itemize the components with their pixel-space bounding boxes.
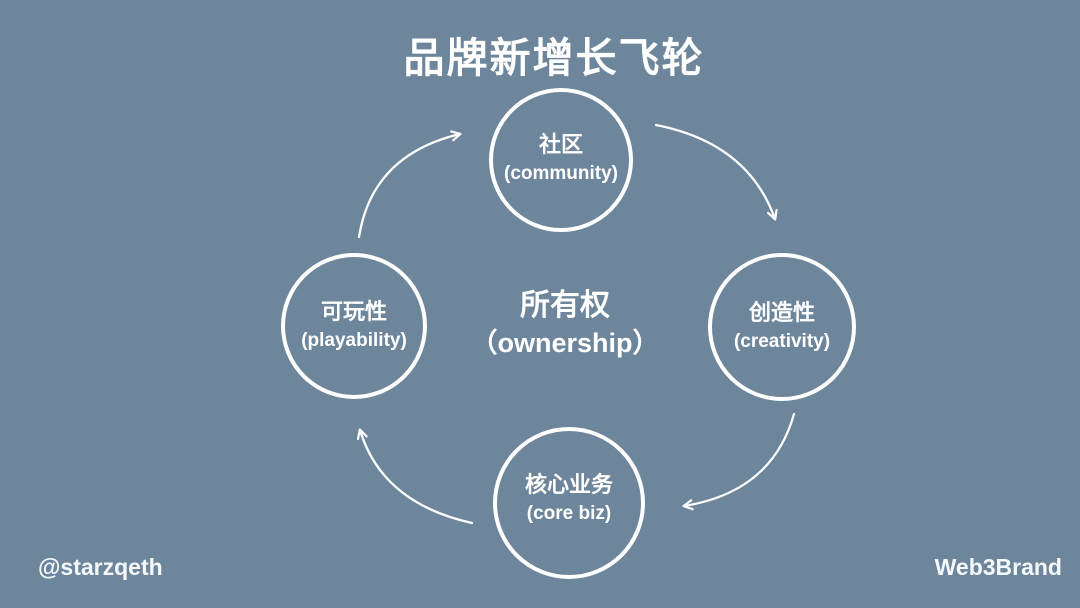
node-community-name-zh: 社区 [538,132,583,157]
node-creativity-name-en: (creativity) [733,331,831,352]
node-circle-playability [281,253,427,399]
center-ownership-en: （ownership） [470,328,660,358]
node-label-playability: 可玩性 (playability) [301,297,407,355]
node-core-biz-name-en: (core biz) [526,503,612,524]
node-playability-name-en: (playability) [301,330,407,351]
node-label-core-biz: 核心业务 (core biz) [525,470,613,528]
author-handle: @starzqeth [38,554,163,580]
arrow-playability-to-community-icon [357,130,462,239]
center-label-ownership: 所有权 （ownership） [470,286,659,362]
node-creativity-name-zh: 创造性 [748,300,816,325]
page-title: 品牌新增长飞轮 [403,35,705,81]
node-community-name-en: (community) [504,163,618,184]
node-circle-core-biz [493,427,645,579]
arrow-corebiz-to-playability-icon [356,428,474,525]
node-label-community: 社区 (community) [504,130,618,188]
arrow-community-to-creativity-icon [654,123,778,221]
arrow-creativity-to-corebiz-icon [682,412,796,511]
brand-credit: Web3Brand [934,554,1062,580]
node-playability-name-zh: 可玩性 [320,299,388,324]
node-circle-creativity [708,253,856,401]
node-circle-community [489,88,633,232]
node-label-creativity: 创造性 (creativity) [734,298,830,356]
center-ownership-zh: 所有权 [519,289,610,322]
node-core-biz-name-zh: 核心业务 [524,472,614,497]
